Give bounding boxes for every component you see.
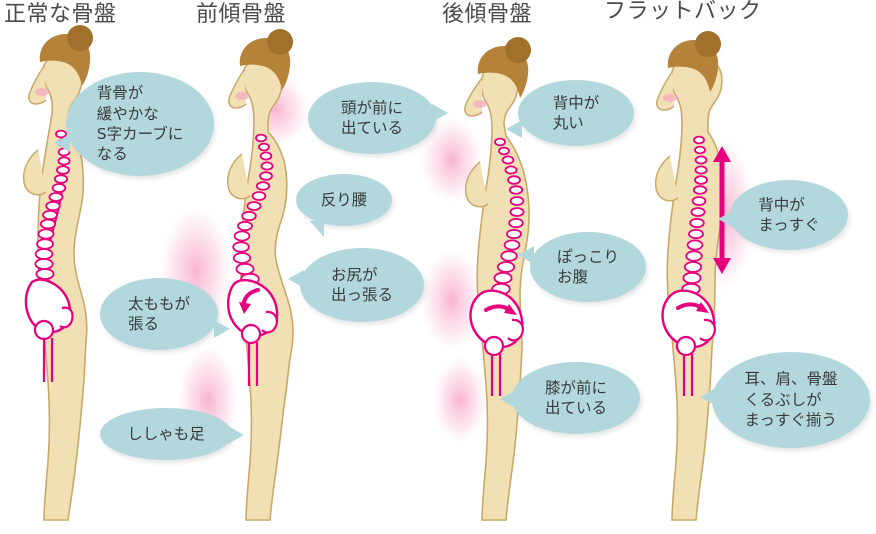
bubble-knees-forward[interactable]: 膝が前に 出ている (500, 362, 640, 434)
sacrum-normal (59, 306, 74, 329)
bubble-tail-icon (228, 426, 244, 444)
tilt-arrow-flat (676, 302, 706, 312)
hip-joint-normal (33, 319, 55, 341)
bubble-round-back[interactable]: 背中が 丸い (506, 80, 634, 146)
pelvis-flat (661, 289, 716, 349)
femur-posterior (490, 354, 502, 396)
hair-bun-anterior (267, 29, 293, 55)
pelvis-posterior (469, 289, 524, 349)
bubble-tail-icon (700, 388, 716, 406)
femur-anterior (247, 342, 259, 386)
bust-normal (22, 149, 47, 196)
glow-knee-posterior (430, 352, 490, 448)
body-flat-back (654, 31, 758, 521)
face-profile-posterior (464, 77, 483, 117)
bubble-tail-icon (500, 390, 516, 408)
bubble-tail-icon (288, 270, 304, 288)
femur-normal (42, 338, 54, 382)
hip-joint-posterior (483, 335, 505, 357)
sacrum-flat (699, 318, 716, 342)
arrow-head-down (713, 258, 731, 274)
bubble-tail-icon (54, 134, 70, 152)
tilt-arrowhead-flat (696, 302, 709, 313)
silhouette-anterior (239, 59, 294, 521)
tilt-arrowhead-posterior (504, 304, 517, 315)
bubble-tail-icon (310, 221, 324, 237)
pelvis-anterior (226, 278, 279, 337)
blush-normal (35, 88, 49, 96)
title-normal-pelvis: 正常な骨盤 (4, 2, 117, 27)
bubble-buttocks-protrude[interactable]: お尻が 出っ張る (288, 248, 424, 322)
hair-bun-flat (695, 31, 721, 57)
bust-posterior (464, 161, 489, 208)
silhouette-flat (666, 57, 724, 521)
spine-normal (44, 129, 65, 289)
hair-posterior (477, 46, 529, 98)
blush-flat (663, 94, 677, 102)
sacrum-anterior (261, 310, 278, 334)
blush-posterior (473, 100, 487, 108)
bubble-swayback-waist[interactable]: 反り腰 (296, 174, 392, 237)
bubble-tail-icon (506, 120, 522, 138)
bubble-tail-icon (214, 320, 230, 338)
blush-anterior (235, 92, 249, 100)
face-profile-flat (656, 71, 675, 111)
bubble-shishamo-legs[interactable]: ししゃも足 (100, 408, 244, 460)
sacrum-posterior (507, 318, 524, 342)
bubble-head-forward[interactable]: 頭が前に 出ている (308, 82, 448, 154)
bubble-aligned-landmarks[interactable]: 耳、肩、骨盤 くるぶしが まっすぐ揃う (700, 352, 870, 448)
glow-belly-posterior (418, 244, 486, 356)
hair-normal (39, 34, 91, 86)
tilt-arrowhead-anterior (239, 302, 251, 314)
bubble-tail-icon (718, 210, 734, 228)
title-anterior-tilt-pelvis: 前傾骨盤 (196, 2, 287, 27)
tilt-arrow-anterior (241, 288, 260, 311)
bubble-normal-spine[interactable]: 背骨が 緩やかな S字カーブに なる (54, 72, 214, 176)
vertebrae-posterior (491, 137, 525, 296)
femur-flat (682, 354, 694, 396)
bubble-thigh-tight[interactable]: 太ももが 張る (100, 278, 230, 350)
bubble-tail-icon (518, 246, 534, 264)
tilt-arrow-posterior (484, 304, 514, 314)
hair-flat (667, 40, 719, 92)
vertebrae-normal (34, 129, 71, 280)
vertebrae-anterior (232, 133, 274, 286)
bust-flat (654, 155, 679, 202)
hip-joint-flat (675, 335, 697, 357)
vertebrae-flat (681, 135, 708, 296)
bust-anterior (226, 153, 251, 200)
bubble-straight-back[interactable]: 背中が まっすぐ (718, 180, 848, 250)
hair-anterior (239, 38, 291, 90)
title-posterior-tilt-pelvis: 後傾骨盤 (442, 2, 533, 27)
face-profile-anterior (228, 69, 247, 109)
pelvis-normal (24, 278, 72, 334)
glow-head-anterior (240, 68, 312, 152)
bubble-pot-belly[interactable]: ぽっこり お腹 (518, 232, 646, 302)
bubble-tail-icon (432, 104, 448, 122)
hip-joint-anterior (240, 323, 262, 345)
face-profile-normal (28, 65, 47, 105)
hair-bun-posterior (505, 37, 531, 63)
title-flat-back: フラットバック (604, 0, 762, 24)
hair-bun-normal (67, 25, 93, 51)
arrow-head-up (713, 146, 731, 162)
